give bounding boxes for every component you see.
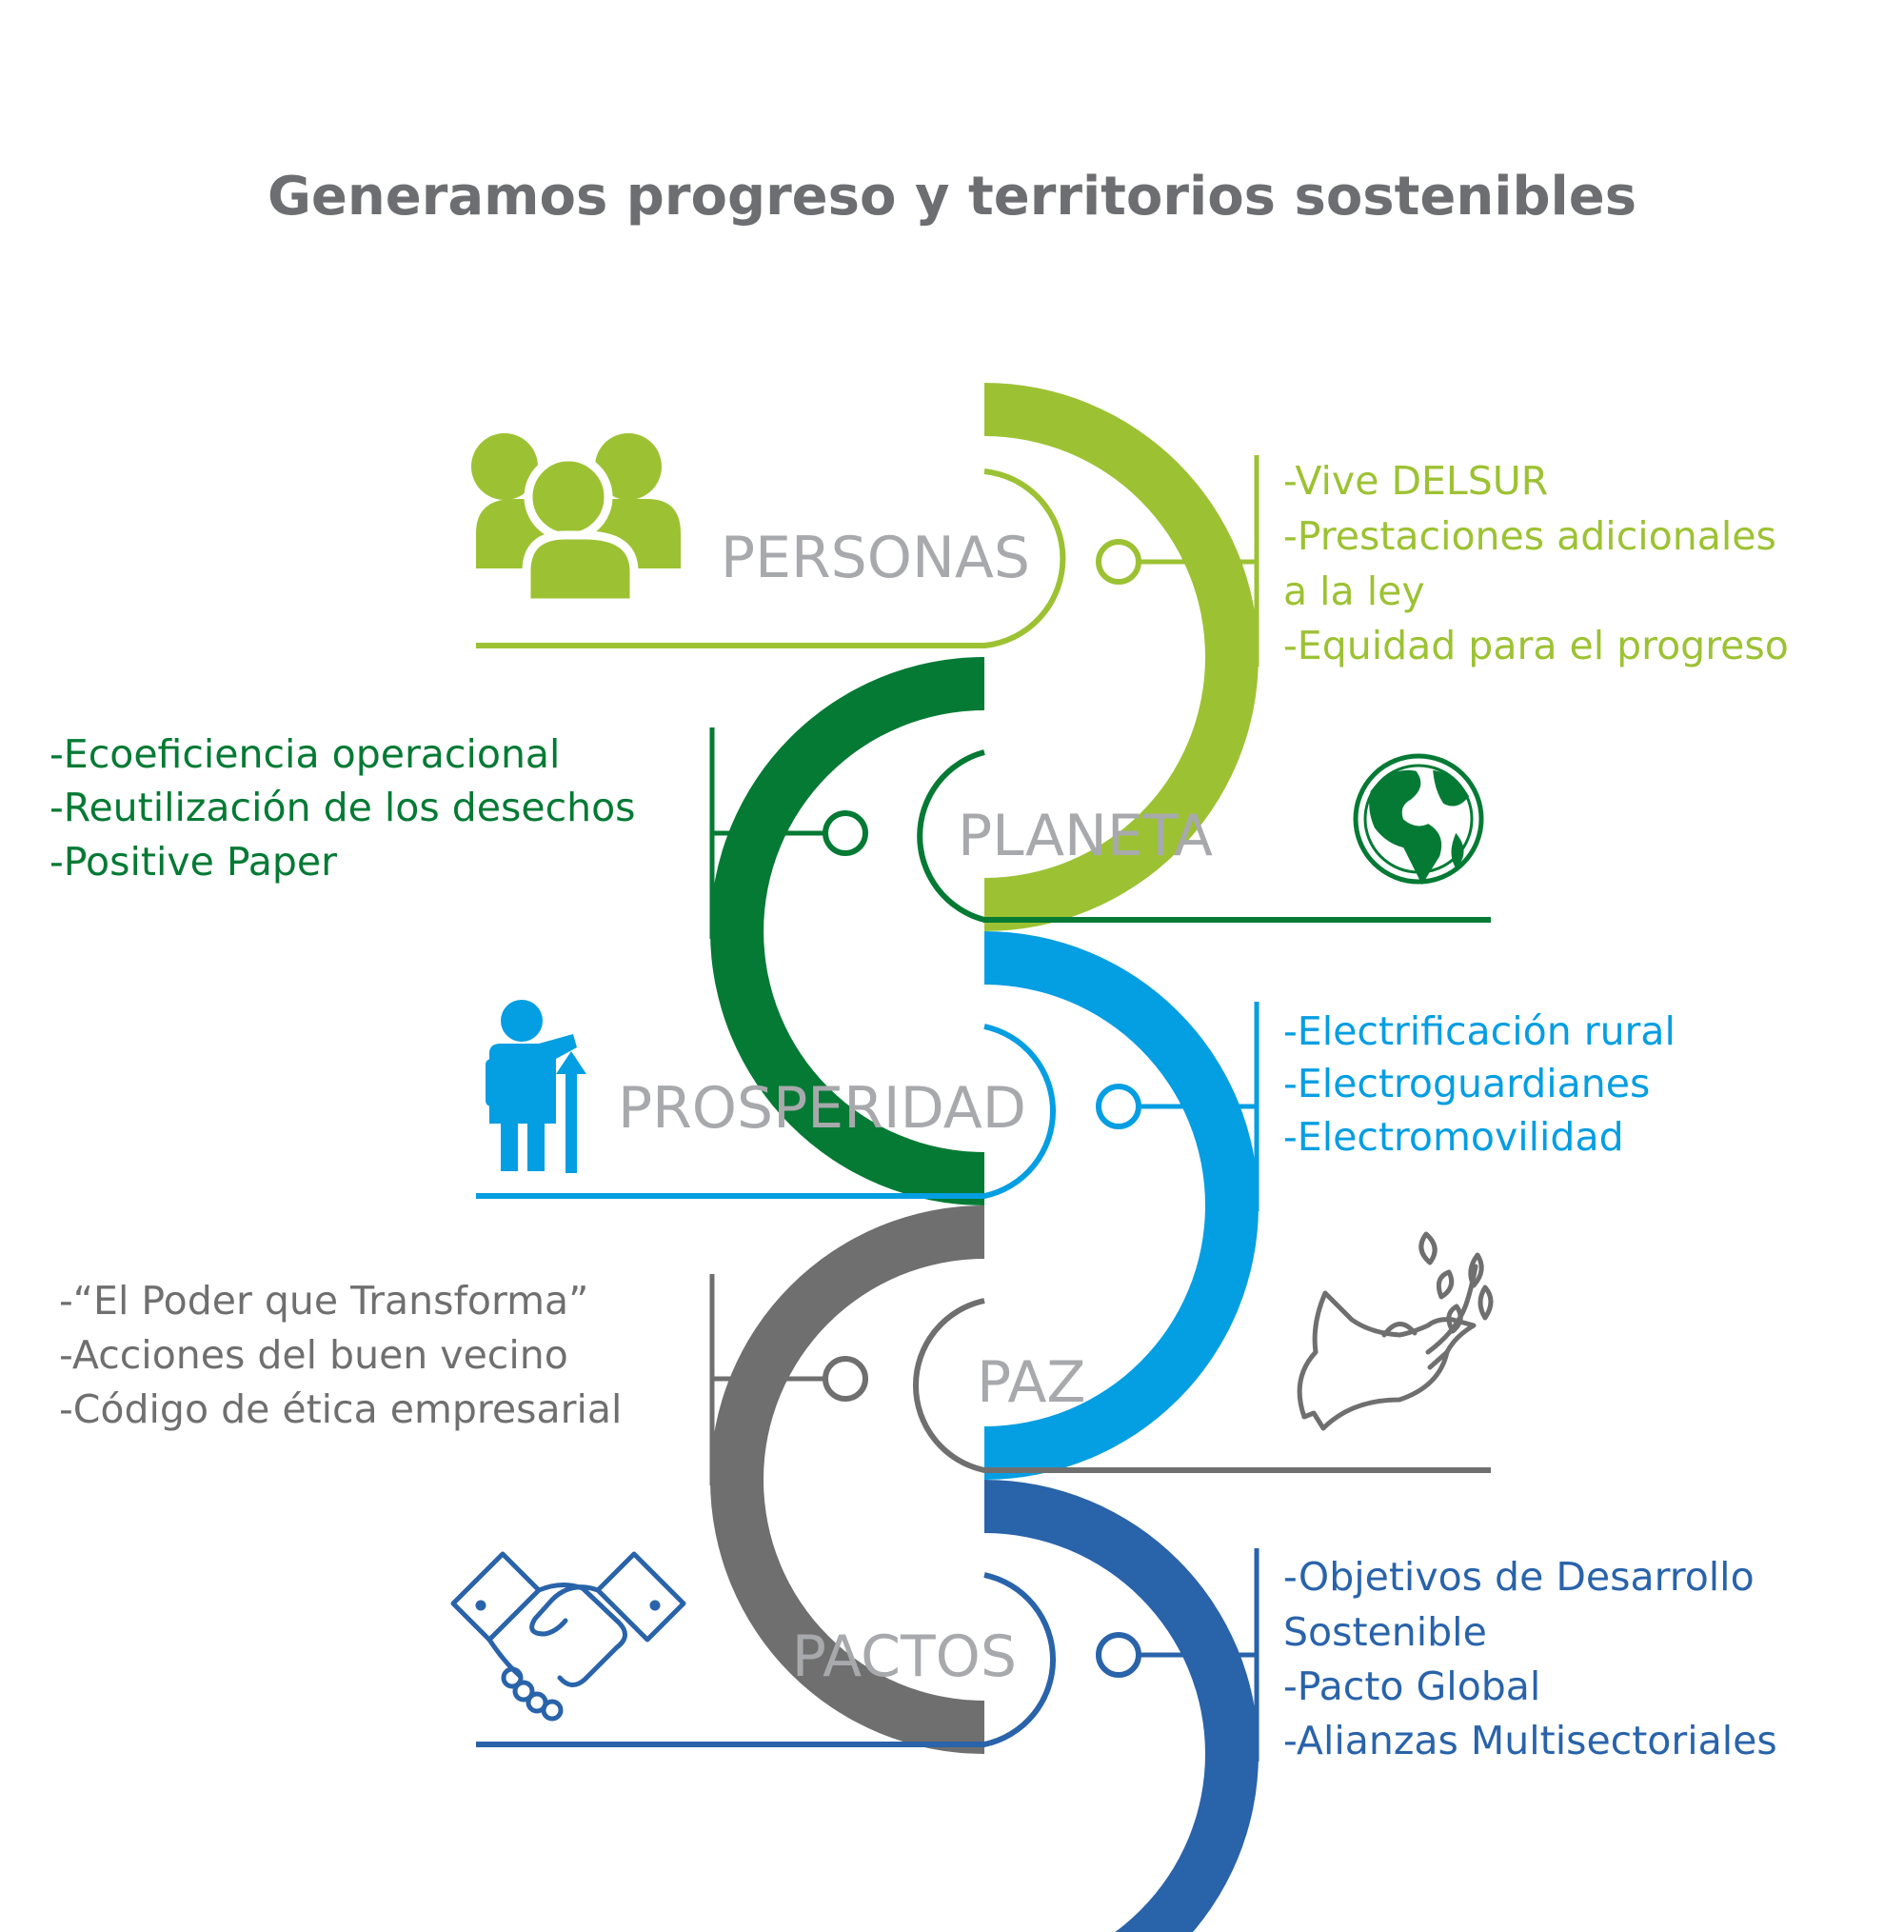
list-item: -Electroguardianes — [1283, 1061, 1650, 1106]
dove-icon — [1297, 1231, 1494, 1431]
connector-prosperidad — [1096, 1002, 1259, 1211]
label-planeta: PLANETA — [958, 803, 1213, 869]
people-group-icon — [471, 433, 681, 607]
baseline-prosperidad — [476, 1024, 1057, 1199]
node-prosperidad — [1096, 1084, 1141, 1129]
connector-pactos — [1096, 1548, 1259, 1762]
connector-paz — [709, 1274, 868, 1485]
list-item: -Objetivos de Desarrollo — [1283, 1554, 1755, 1600]
items-planeta: -Ecoeficiencia operacional -Reutilizació… — [50, 731, 636, 885]
list-item: a la ley — [1283, 568, 1425, 614]
band-personas — [984, 383, 1259, 931]
baseline-personas — [476, 468, 1066, 648]
band-planeta — [710, 657, 984, 1205]
node-paz — [823, 1356, 868, 1402]
list-item: -Vive DELSUR — [1283, 458, 1548, 504]
items-personas: -Vive DELSUR -Prestaciones adicionales a… — [1283, 458, 1789, 668]
node-planeta — [823, 810, 868, 856]
list-item: -“El Poder que Transforma” — [59, 1278, 588, 1324]
list-item: -Pacto Global — [1283, 1663, 1540, 1709]
wave-band — [710, 383, 1259, 1932]
person-growth-arrow-icon — [486, 1000, 586, 1173]
list-item: -Código de ética empresarial — [59, 1386, 622, 1432]
node-personas — [1096, 539, 1141, 585]
items-pactos: -Objetivos de Desarrollo Sostenible -Pac… — [1283, 1554, 1777, 1763]
items-prosperidad: -Electrificación rural -Electroguardiane… — [1283, 1008, 1676, 1160]
label-paz: PAZ — [977, 1349, 1086, 1416]
connector-personas — [1096, 455, 1259, 667]
list-item: -Acciones del buen vecino — [59, 1332, 568, 1378]
list-item: -Equidad para el progreso — [1283, 623, 1789, 668]
node-pactos — [1096, 1632, 1141, 1678]
list-item: -Alianzas Multisectoriales — [1283, 1718, 1777, 1763]
page-title: Generamos progreso y territorios sosteni… — [268, 166, 1636, 228]
list-item: -Ecoeficiencia operacional — [50, 731, 560, 777]
handshake-icon — [450, 1551, 686, 1722]
globe-icon — [1353, 753, 1484, 886]
list-item: -Electromovilidad — [1283, 1114, 1624, 1160]
label-prosperidad: PROSPERIDAD — [618, 1075, 1026, 1142]
list-item: -Reutilización de los desechos — [50, 785, 636, 830]
items-paz: -“El Poder que Transforma” -Acciones del… — [59, 1278, 622, 1432]
band-paz — [710, 1205, 984, 1754]
list-item: -Electrificación rural — [1283, 1008, 1676, 1054]
label-personas: PERSONAS — [721, 525, 1030, 591]
baseline-planeta — [917, 749, 1491, 923]
band-prosperidad — [984, 931, 1259, 1480]
list-item: Sostenible — [1283, 1609, 1487, 1655]
band-pactos — [984, 1480, 1259, 1932]
connector-planeta — [709, 727, 868, 939]
list-item: -Prestaciones adicionales — [1283, 513, 1776, 559]
baseline-paz — [912, 1298, 1491, 1473]
baseline-pactos — [476, 1572, 1057, 1747]
list-item: -Positive Paper — [50, 839, 337, 885]
label-pactos: PACTOS — [792, 1623, 1017, 1690]
